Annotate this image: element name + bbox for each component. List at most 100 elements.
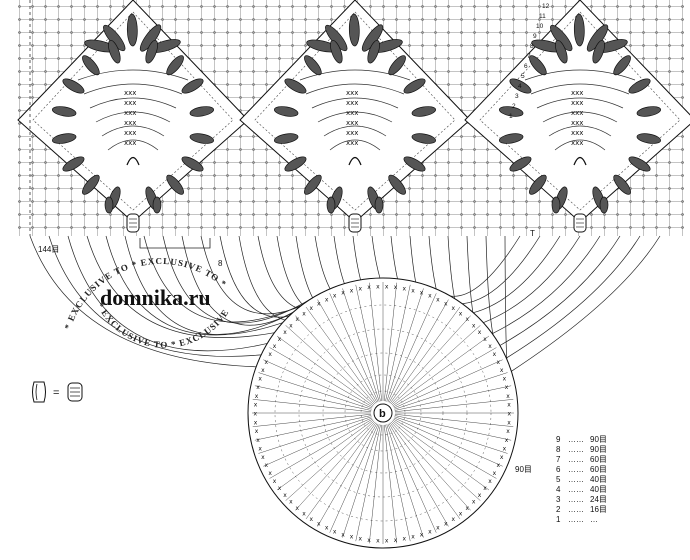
- base-sc-mark: x: [420, 290, 424, 297]
- base-spoke: [342, 424, 380, 538]
- base-spoke: [393, 417, 503, 467]
- center-mark: b: [379, 408, 386, 420]
- base-sc-mark: x: [459, 310, 463, 317]
- bead-front-icon: [67, 382, 83, 402]
- motif-leaf: [330, 39, 343, 64]
- row-number: 2: [512, 103, 516, 110]
- motif-sc-marks: xxx: [124, 139, 136, 147]
- base-sc-mark: x: [472, 499, 476, 506]
- motif-leaf: [628, 156, 651, 172]
- motif-sc-marks: xxx: [124, 119, 136, 127]
- base-sc-mark: x: [465, 316, 469, 323]
- base-sc-mark: x: [497, 462, 501, 469]
- base-spoke: [386, 424, 424, 538]
- base-spoke: [394, 399, 514, 412]
- base-spoke: [263, 359, 373, 409]
- round-count: 60目: [590, 455, 607, 464]
- join-curve: [29, 235, 257, 368]
- base-sc-mark: x: [309, 305, 313, 312]
- base-sc-mark: x: [436, 525, 440, 532]
- base-sc-mark: x: [493, 351, 497, 358]
- base-spoke: [385, 284, 411, 402]
- bead-legend: =: [32, 381, 83, 403]
- corner-mark: T: [530, 229, 535, 238]
- base-sc-mark: x: [483, 336, 487, 343]
- round-number: 3: [556, 495, 561, 504]
- base-spoke: [276, 419, 374, 491]
- motif-sc-marks: xxx: [571, 129, 583, 137]
- base-sc-mark: x: [325, 296, 329, 303]
- round-count: 40目: [590, 475, 607, 484]
- join-curve: [162, 235, 313, 324]
- motif-sc-marks: xxx: [346, 139, 358, 147]
- motif-leaf: [166, 55, 184, 76]
- base-sc-mark: x: [411, 534, 415, 541]
- base-sc-mark: x: [254, 402, 258, 409]
- base-sc-mark: x: [444, 301, 448, 308]
- row-number: 10: [536, 23, 544, 30]
- motif-leaf: [189, 106, 215, 117]
- motif-chain-arc: [329, 139, 381, 151]
- join-curve: [506, 235, 641, 359]
- join-curve: [499, 235, 621, 346]
- round-number: 2: [556, 505, 561, 514]
- bead-side-icon: [32, 381, 46, 403]
- motif-chain-arc: [530, 83, 630, 95]
- round-count: 40目: [590, 485, 607, 494]
- motif-leaf: [509, 156, 532, 172]
- base-sc-mark: x: [452, 305, 456, 312]
- row-number: 11: [539, 13, 546, 20]
- motif-leaf: [62, 156, 85, 172]
- round-number: 4: [556, 485, 561, 494]
- motif-side-leaf: [599, 196, 609, 214]
- round-dots: ……: [568, 495, 584, 504]
- motif-side-leaf: [326, 196, 336, 214]
- motif-leaf: [273, 106, 299, 117]
- base-spoke: [285, 325, 375, 406]
- base-spoke: [355, 284, 381, 402]
- motif-chain-arc: [548, 125, 612, 137]
- motif-sc-marks: xxx: [571, 109, 583, 117]
- base-sc-mark: x: [283, 329, 287, 336]
- join-curve: [86, 235, 275, 338]
- base-sc-mark: x: [508, 411, 512, 418]
- motif-leaf: [613, 55, 631, 76]
- base-sc-mark: x: [358, 285, 362, 292]
- base-sc-mark: x: [273, 343, 277, 350]
- base-sc-mark: x: [420, 531, 424, 538]
- motif-sc-marks: xxx: [346, 119, 358, 127]
- base-sc-mark: x: [367, 284, 371, 291]
- base-sc-mark: x: [258, 446, 262, 453]
- base-spoke: [342, 288, 380, 402]
- motif-side-leaf: [104, 196, 114, 214]
- base-sc-mark: x: [483, 485, 487, 492]
- base-spoke: [252, 414, 372, 427]
- base-sc-mark: x: [428, 293, 432, 300]
- round-dots: ……: [568, 435, 584, 444]
- motif-leaf: [529, 174, 547, 195]
- motif-sc-marks: xxx: [346, 89, 358, 97]
- motif-sc-marks: xxx: [571, 99, 583, 107]
- base-sc-mark: x: [478, 329, 482, 336]
- base-sc-mark: x: [255, 393, 259, 400]
- base-sc-mark: x: [302, 511, 306, 518]
- base-spoke: [392, 419, 490, 491]
- motif-chain-arc: [554, 139, 606, 151]
- motif-leaf: [51, 106, 77, 117]
- rounds-table-row: 5……40目: [556, 475, 607, 484]
- base-sc-mark: x: [503, 375, 507, 382]
- stitch-count-left: 144目: [38, 245, 59, 254]
- row-number: 6: [524, 63, 528, 70]
- bracket-number: 8: [218, 259, 223, 268]
- bracket: [139, 238, 211, 249]
- base-sc-mark: x: [507, 419, 511, 426]
- base-sc-mark: x: [273, 478, 277, 485]
- motif-leaf: [411, 106, 437, 117]
- motif-chain-arc: [89, 97, 177, 109]
- base-sc-mark: x: [268, 470, 272, 477]
- rounds-table-row: 4……40目: [556, 485, 607, 494]
- rounds-table-row: 6……60目: [556, 465, 607, 474]
- base-sc-mark: x: [444, 520, 448, 527]
- motif-chain-arc: [299, 69, 411, 81]
